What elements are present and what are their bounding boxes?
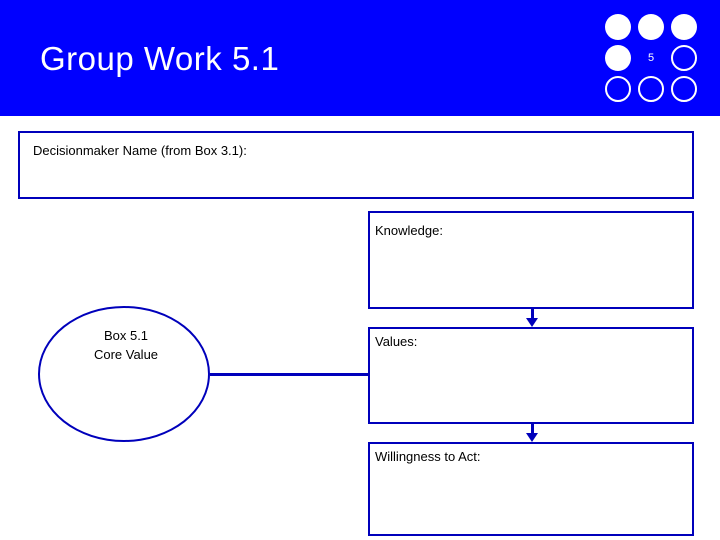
- values-box-label: Values:: [375, 334, 418, 349]
- arrow-values-to-willingness-head: [526, 433, 538, 442]
- header-band: [0, 0, 720, 116]
- logo-dot-0-0: [605, 14, 631, 40]
- logo-dot-1-0: [605, 45, 631, 71]
- arrow-knowledge-to-values-stem: [531, 307, 534, 321]
- logo-dot-0-1: [638, 14, 664, 40]
- nine-dot-logo: 5: [605, 14, 705, 104]
- core-value-ellipse[interactable]: Box 5.1 Core Value: [38, 306, 210, 442]
- core-value-line-2: Core Value: [93, 347, 159, 362]
- arrow-values-to-willingness-stem: [531, 422, 534, 436]
- connector-ellipse-to-values: [210, 373, 368, 376]
- knowledge-box[interactable]: Knowledge:: [368, 211, 694, 309]
- arrow-knowledge-to-values-head: [526, 318, 538, 327]
- page-title: Group Work 5.1: [40, 40, 280, 77]
- logo-dot-2-0: [605, 76, 631, 102]
- values-box[interactable]: Values:: [368, 327, 694, 424]
- logo-dot-2-1: [638, 76, 664, 102]
- willingness-to-act-box-label: Willingness to Act:: [375, 449, 481, 464]
- core-value-line-1: Box 5.1: [103, 328, 149, 343]
- knowledge-box-label: Knowledge:: [375, 223, 443, 238]
- core-value-ellipse-text: Box 5.1 Core Value: [40, 326, 212, 364]
- decisionmaker-box[interactable]: Decisionmaker Name (from Box 3.1):: [18, 131, 694, 199]
- logo-dot-2-2: [671, 76, 697, 102]
- logo-dot-1-2: [671, 45, 697, 71]
- logo-number: 5: [647, 52, 655, 64]
- willingness-to-act-box[interactable]: Willingness to Act:: [368, 442, 694, 536]
- logo-dot-0-2: [671, 14, 697, 40]
- decisionmaker-box-label: Decisionmaker Name (from Box 3.1):: [33, 143, 247, 158]
